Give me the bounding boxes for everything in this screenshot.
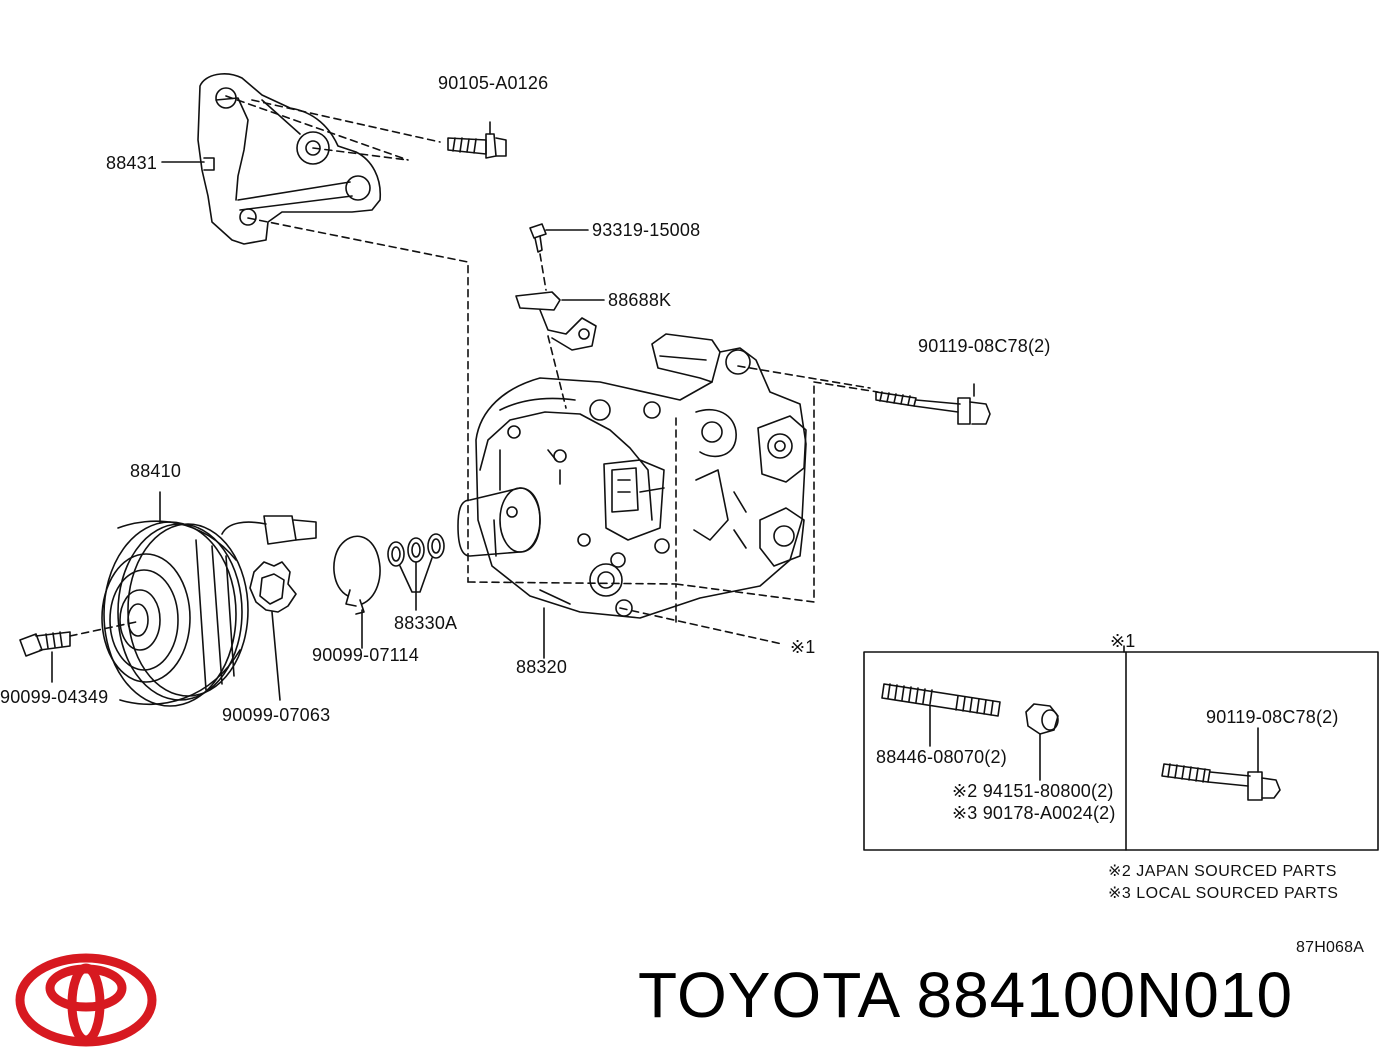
o-ring-set-drawing [387, 533, 445, 611]
bracket-drawing [197, 73, 381, 245]
label-inset-nut-local: ※3 90178-A0024(2) [952, 803, 1116, 823]
diagram-code: 87H068A [1296, 939, 1365, 956]
label-screw: 93319-15008 [592, 220, 701, 240]
label-o-ring-set: 88330A [394, 613, 458, 633]
toyota-logo-icon [15, 953, 157, 1047]
shim-drawing [249, 561, 297, 701]
label-inset-marker: ※1 [1110, 631, 1136, 651]
brand-title: TOYOTA 884100N010 [638, 959, 1294, 1031]
inset-bolt-drawing [1161, 727, 1281, 801]
label-bolt-bracket: 90105-A0126 [438, 73, 549, 93]
label-clamp: 88688K [608, 290, 672, 310]
inset-box [863, 645, 1379, 851]
label-inset-nut-japan: ※2 94151-80800(2) [952, 781, 1114, 801]
note-local-sourced: ※3 LOCAL SOURCED PARTS [1108, 885, 1339, 902]
label-inset-stud: 88446-08070(2) [876, 747, 1007, 767]
stud-bolt-top-drawing [875, 383, 991, 425]
label-snap-ring: 90099-07114 [312, 645, 419, 665]
snap-ring-drawing [333, 535, 381, 649]
label-shim: 90099-07063 [222, 705, 331, 725]
label-inset-bolt: 90119-08C78(2) [1206, 707, 1339, 727]
label-clutch: 88410 [130, 461, 182, 481]
label-compressor-callout: ※1 [790, 637, 816, 657]
label-clutch-bolt: 90099-04349 [0, 687, 109, 707]
clutch-drawing [101, 491, 317, 707]
nut-drawing [1025, 703, 1059, 781]
label-stud-bolt-top: 90119-08C78(2) [918, 336, 1051, 356]
bolt-bracket-drawing [447, 121, 507, 159]
stud-drawing [881, 683, 1001, 747]
screw-drawing [529, 223, 589, 253]
note-japan-sourced: ※2 JAPAN SOURCED PARTS [1108, 863, 1337, 880]
clutch-bolt-drawing [19, 631, 71, 683]
label-compressor: 88320 [516, 657, 568, 677]
label-bracket: 88431 [106, 153, 158, 173]
compressor-drawing [457, 333, 807, 619]
clamp-drawing [515, 291, 605, 351]
